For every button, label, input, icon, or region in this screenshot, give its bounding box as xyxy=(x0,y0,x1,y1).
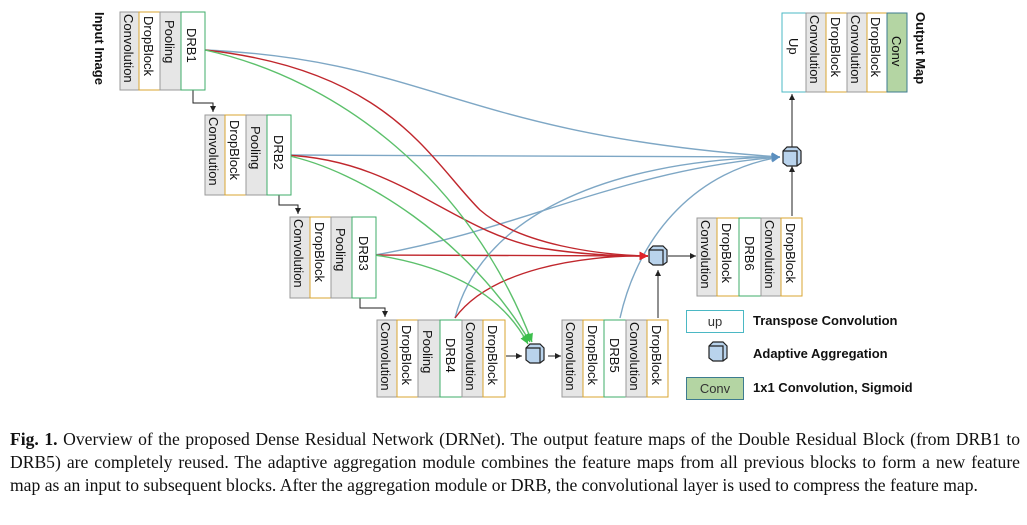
legend-conv-box: Conv xyxy=(686,377,744,400)
legend-conv-text: 1x1 Convolution, Sigmoid xyxy=(753,380,913,395)
drb1-label: DRB1 xyxy=(184,28,199,63)
output-map-title: Output Map xyxy=(913,12,928,85)
dropblock-label: DropBlock xyxy=(399,325,414,385)
convolution-label: Convolution xyxy=(206,117,221,186)
drb2-label: DRB2 xyxy=(271,135,286,170)
blue-connections xyxy=(204,49,781,319)
caption-figure-number: Fig. 1. xyxy=(10,429,58,449)
drb6-label: DRB6 xyxy=(742,236,757,271)
green-connections xyxy=(204,49,533,345)
dropblock-label: DropBlock xyxy=(312,222,327,282)
up-label: Up xyxy=(786,38,801,55)
block-drb1-group xyxy=(119,11,206,91)
pooling-label: Pooling xyxy=(162,20,177,64)
pooling-label: Pooling xyxy=(248,126,263,170)
legend-up-box: up xyxy=(686,310,744,333)
drb3-label: DRB3 xyxy=(356,236,371,271)
dropblock-label: DropBlock xyxy=(141,16,156,76)
convolution-label: Convolution xyxy=(463,322,478,391)
block-drb4-group xyxy=(376,319,506,398)
convolution-label: Convolution xyxy=(563,322,578,391)
dropblock-label: DropBlock xyxy=(783,223,798,283)
block-drb3-group xyxy=(289,216,377,299)
legend-aggregation-text: Adaptive Aggregation xyxy=(753,346,888,361)
architecture-diagram xyxy=(119,11,908,398)
drb5-label: DRB5 xyxy=(607,338,622,373)
legend-up-text: Transpose Convolution xyxy=(753,313,898,328)
convolution-label: Convolution xyxy=(807,15,822,84)
input-image-title: Input Image xyxy=(92,12,107,85)
pooling-label: Pooling xyxy=(333,228,348,272)
drb4-label: DRB4 xyxy=(443,338,458,373)
aggregator-icon xyxy=(782,146,802,167)
convolution-label: Convolution xyxy=(762,220,777,289)
block-output-group xyxy=(781,12,908,93)
convolution-label: Convolution xyxy=(291,219,306,288)
block-drb2-group xyxy=(204,114,292,196)
block-drb6-group xyxy=(696,217,803,297)
convolution-label: Convolution xyxy=(698,220,713,289)
block-drb5-group xyxy=(561,319,669,398)
aggregator-icon xyxy=(525,343,545,364)
aggregator-icon xyxy=(648,245,668,266)
dropblock-label: DropBlock xyxy=(868,17,883,77)
conv-label: Conv xyxy=(889,36,904,67)
dropblock-label: DropBlock xyxy=(649,325,664,385)
dropblock-label: DropBlock xyxy=(227,120,242,180)
caption-text: Overview of the proposed Dense Residual … xyxy=(10,429,1020,495)
legend-aggregator-icon xyxy=(708,341,728,362)
sequence-connectors xyxy=(192,90,795,359)
dropblock-label: DropBlock xyxy=(485,325,500,385)
red-connections xyxy=(204,49,649,319)
convolution-label: Convolution xyxy=(848,15,863,84)
convolution-label: Convolution xyxy=(627,322,642,391)
convolution-label: Convolution xyxy=(121,14,136,83)
convolution-label: Convolution xyxy=(378,322,393,391)
dropblock-label: DropBlock xyxy=(719,223,734,283)
pooling-label: Pooling xyxy=(420,330,435,374)
figure-caption: Fig. 1. Overview of the proposed Dense R… xyxy=(10,428,1020,497)
dropblock-label: DropBlock xyxy=(585,325,600,385)
dropblock-label: DropBlock xyxy=(828,17,843,77)
